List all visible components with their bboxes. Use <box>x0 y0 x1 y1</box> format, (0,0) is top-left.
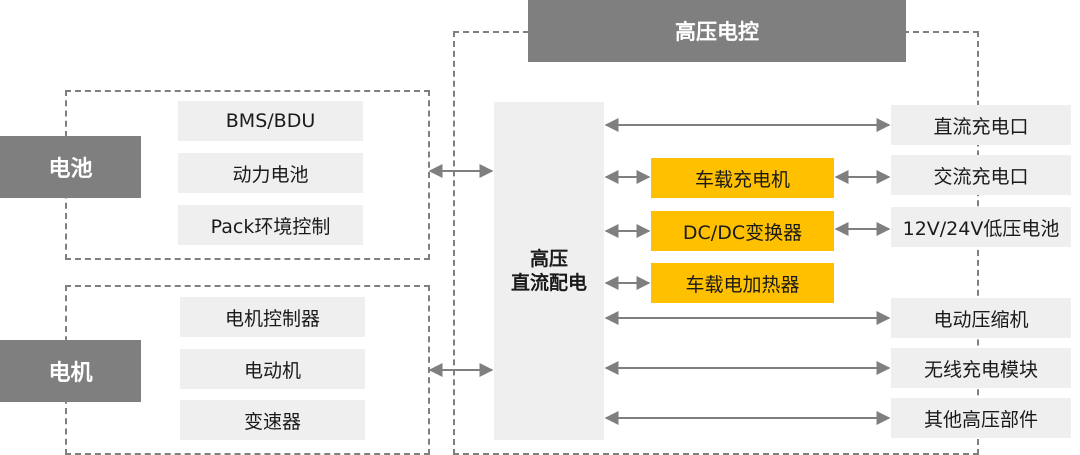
right-item-dc-charge-port: 直流充电口 <box>891 105 1071 145</box>
motor-item-controller: 电机控制器 <box>180 297 365 337</box>
battery-item-power-battery: 动力电池 <box>178 153 363 193</box>
right-item-other-hv: 其他高压部件 <box>891 398 1071 438</box>
motor-item-motor: 电动机 <box>180 349 365 389</box>
dcdc-converter: DC/DC变换器 <box>651 211 834 251</box>
hv-dc-distribution-line1: 高压 <box>529 248 568 270</box>
right-item-compressor: 电动压缩机 <box>891 298 1071 338</box>
battery-label: 电池 <box>0 136 141 198</box>
right-item-lv-battery: 12V/24V低压电池 <box>891 207 1071 247</box>
onboard-charger: 车载充电机 <box>651 158 834 198</box>
hv-dc-distribution: 高压 直流配电 <box>494 102 604 440</box>
onboard-heater: 车载电加热器 <box>651 263 834 303</box>
hv-dc-distribution-line2: 直流配电 <box>510 272 587 294</box>
battery-item-pack-env: Pack环境控制 <box>178 205 363 245</box>
battery-item-bms: BMS/BDU <box>178 101 363 141</box>
right-item-ac-charge-port: 交流充电口 <box>891 155 1071 195</box>
motor-item-transmission: 变速器 <box>180 400 365 440</box>
right-item-wireless-charging: 无线充电模块 <box>891 348 1071 388</box>
motor-label: 电机 <box>0 340 141 402</box>
hv-control-title: 高压电控 <box>528 0 906 62</box>
